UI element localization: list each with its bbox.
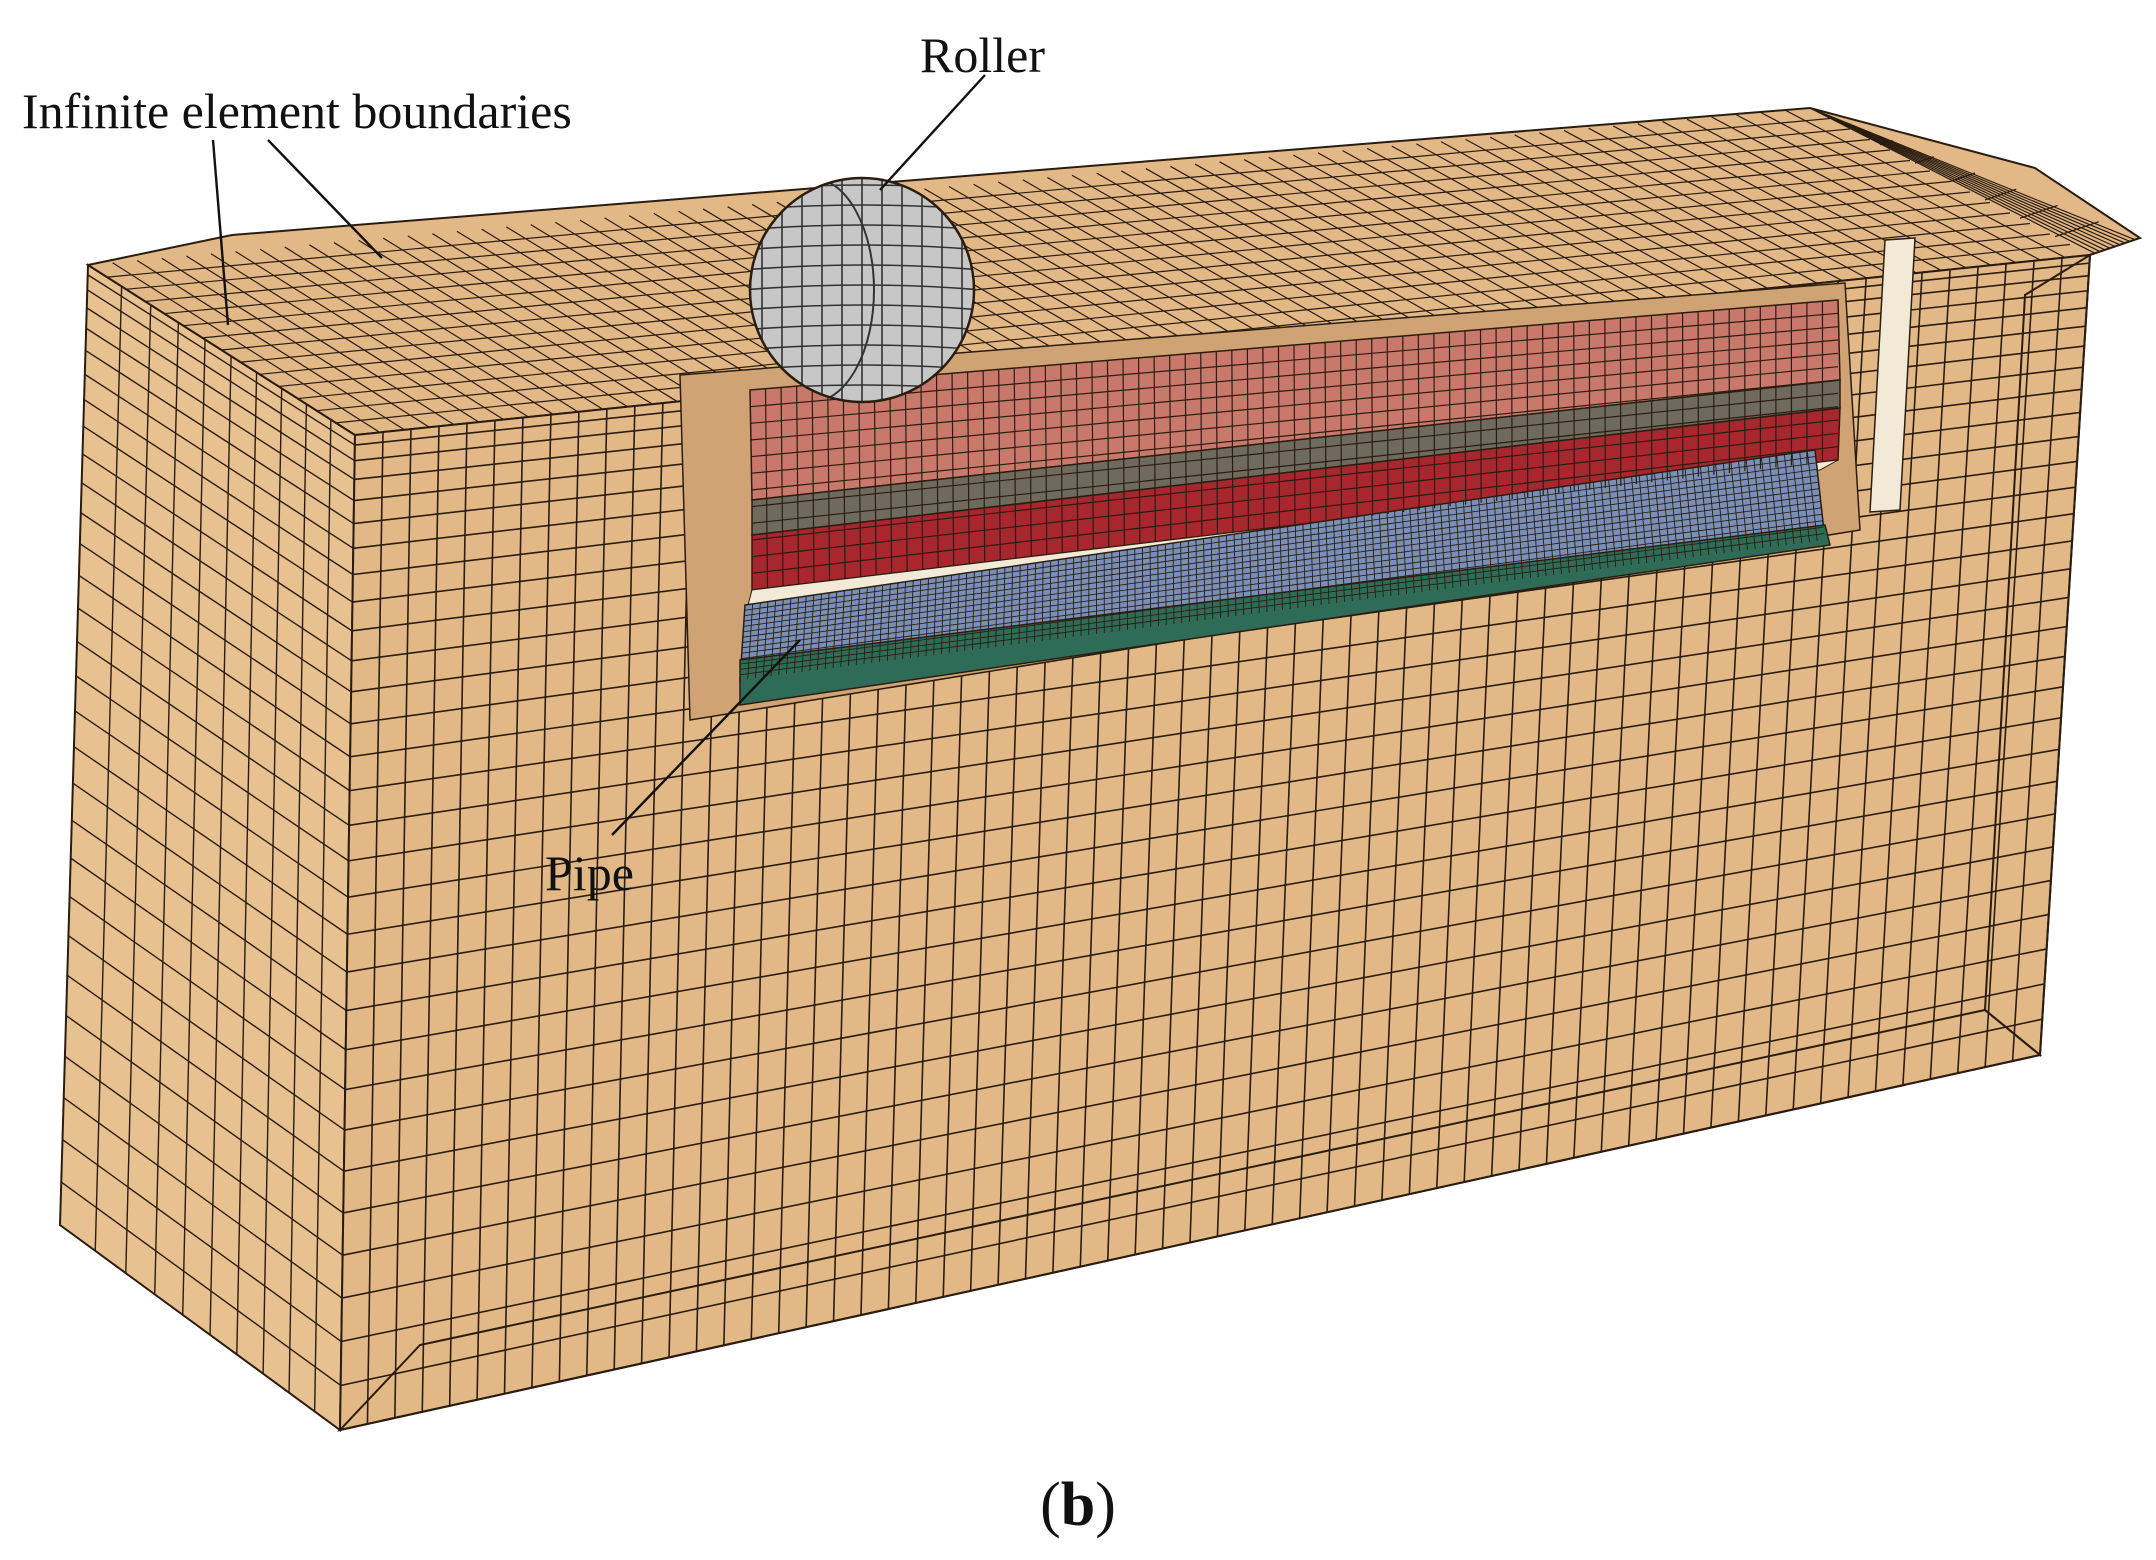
panel-close-paren: ) — [1095, 1471, 1116, 1539]
trench-layers — [679, 282, 1861, 721]
pipe-mesh — [740, 451, 1825, 680]
panel-open-paren: ( — [1040, 1471, 1061, 1539]
trench-mesh — [750, 301, 1839, 589]
label-roller: Roller — [920, 27, 1045, 83]
right-trench-strip — [1869, 237, 1916, 513]
leader-infinite-2 — [267, 139, 383, 259]
leader-infinite-1 — [211, 139, 230, 326]
roller — [748, 176, 976, 404]
layer-pipe-bedding-green — [739, 524, 1831, 706]
leader-pipe — [611, 639, 801, 836]
left-face-mesh — [60, 274, 355, 1412]
leader-roller — [879, 74, 986, 191]
panel-letter: b — [1061, 1471, 1095, 1539]
label-pipe: Pipe — [545, 845, 634, 901]
panel-label: (b) — [1040, 1471, 1116, 1539]
infinite-boundary-right — [1983, 253, 2092, 1058]
label-infinite-element-boundaries: Infinite element boundaries — [22, 83, 572, 139]
